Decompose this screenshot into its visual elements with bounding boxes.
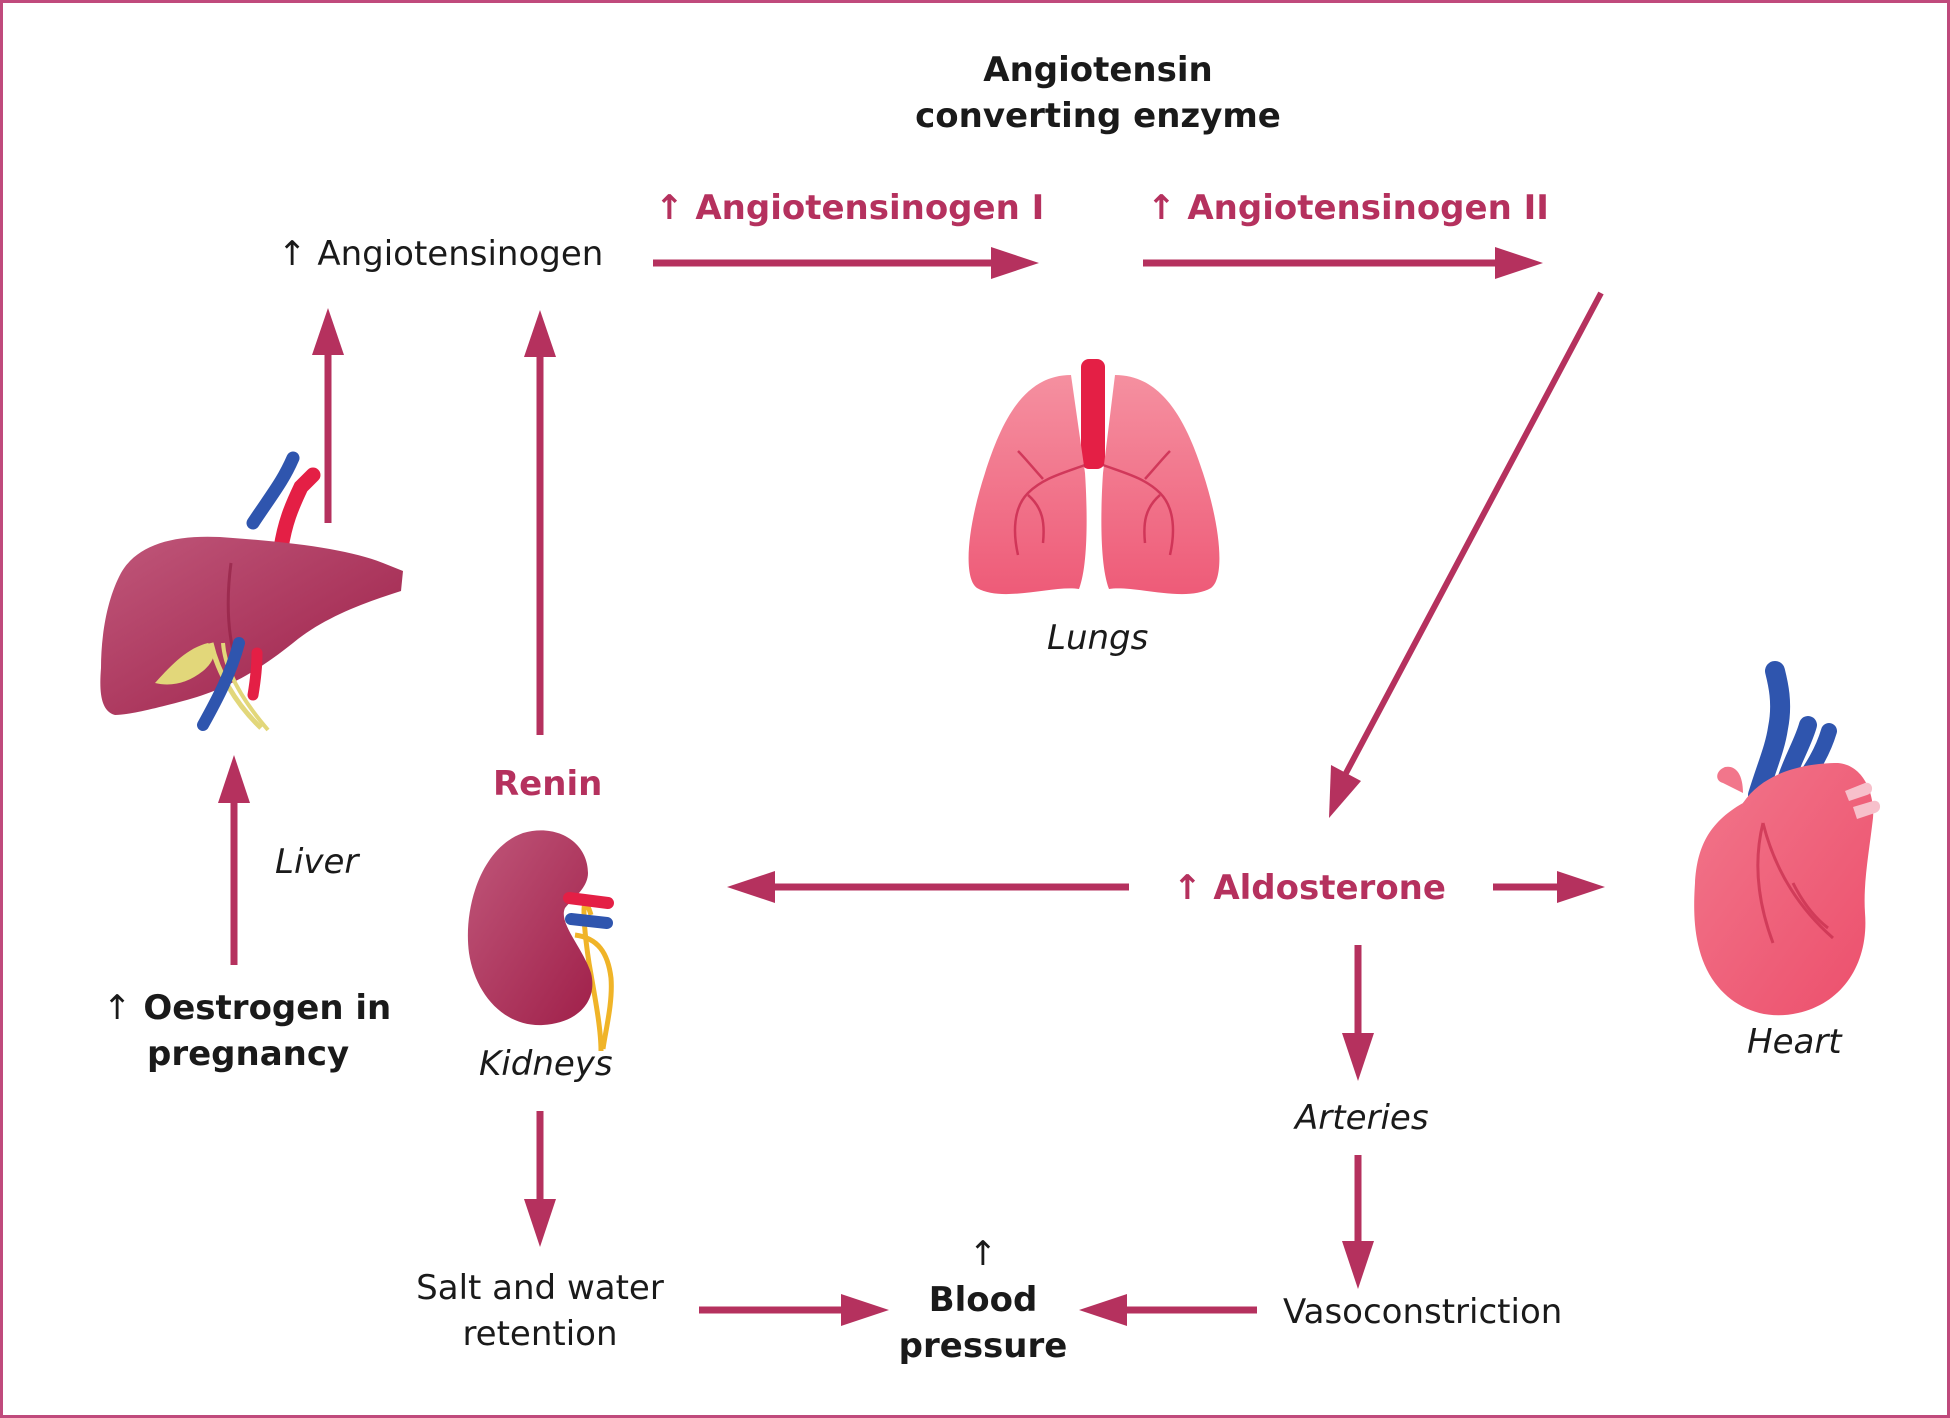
organ-lungs-label: Lungs [1047, 618, 1149, 658]
angiotensinogen-1-label: Angiotensinogen I [695, 188, 1045, 228]
increase-arrow: ↑ [655, 188, 684, 228]
node-salt-water: Salt and water retention [405, 1265, 675, 1357]
salt-water-line-1: Salt and water [416, 1268, 664, 1308]
organ-heart-label: Heart [1747, 1022, 1842, 1062]
arrow-aldosterone-to-arteries [1342, 945, 1374, 1081]
angiotensinogen-label: Angiotensinogen [317, 234, 604, 274]
node-angiotensinogen-2: ↑ Angiotensinogen II [1147, 185, 1549, 231]
arrow-angiotensin-2-to-aldosterone [1329, 291, 1604, 818]
arrow-oestrogen-to-liver [218, 755, 250, 965]
increase-arrow: ↑ [278, 234, 307, 274]
angiotensinogen-2-label: Angiotensinogen II [1187, 188, 1549, 228]
node-aldosterone: ↑ Aldosterone [1173, 865, 1446, 911]
arrow-aldosterone-to-heart [1493, 871, 1605, 903]
node-blood-pressure: ↑ Blood pressure [883, 1231, 1083, 1369]
heart-illustration [1694, 661, 1881, 1016]
arrow-liver-to-angiotensinogen [312, 308, 344, 523]
increase-arrow: ↑ [968, 1234, 998, 1274]
arrow-salt-water-to-blood-pressure [699, 1294, 889, 1326]
increase-arrow: ↑ [1173, 868, 1202, 908]
arrow-kidneys-to-salt-water [524, 1111, 556, 1247]
aldosterone-label: Aldosterone [1213, 868, 1446, 908]
node-vasoconstriction: Vasoconstriction [1283, 1292, 1563, 1332]
arrow-arteries-to-vasoconstriction [1342, 1155, 1374, 1289]
node-angiotensinogen: ↑ Angiotensinogen [278, 231, 603, 277]
oestrogen-line-2: pregnancy [147, 1034, 350, 1074]
increase-arrow: ↑ [1147, 188, 1176, 228]
node-angiotensinogen-1: ↑ Angiotensinogen I [655, 185, 1044, 231]
organ-arteries-label: Arteries [1295, 1098, 1429, 1138]
oestrogen-line-1: Oestrogen in [143, 988, 392, 1028]
node-renin: Renin [493, 764, 603, 804]
organ-kidneys-label: Kidneys [479, 1044, 613, 1084]
arrow-renin-to-angiotensinogen [524, 310, 556, 735]
node-oestrogen: ↑ Oestrogen in pregnancy [103, 985, 391, 1077]
blood-pressure-line-1: Blood [928, 1280, 1038, 1320]
diagram-canvas [100, 247, 1881, 1326]
arrow-vasoconstriction-to-blood-pressure [1079, 1294, 1257, 1326]
arrow-angiotensinogen-to-angiotensin-1 [653, 247, 1039, 279]
increase-arrow: ↑ [103, 988, 132, 1028]
kidney-illustration [467, 830, 614, 1052]
arrow-aldosterone-to-kidneys [727, 871, 1129, 903]
lungs-illustration [968, 359, 1220, 595]
title-line: Angiotensin converting enzyme [915, 50, 1281, 136]
diagram-title: Angiotensin converting enzyme [823, 47, 1373, 139]
arrow-angiotensin-1-to-angiotensin-2 [1143, 247, 1543, 279]
liver-illustration [100, 451, 404, 732]
salt-water-line-2: retention [462, 1314, 618, 1354]
blood-pressure-line-2: pressure [898, 1326, 1068, 1366]
organ-liver-label: Liver [275, 842, 359, 882]
